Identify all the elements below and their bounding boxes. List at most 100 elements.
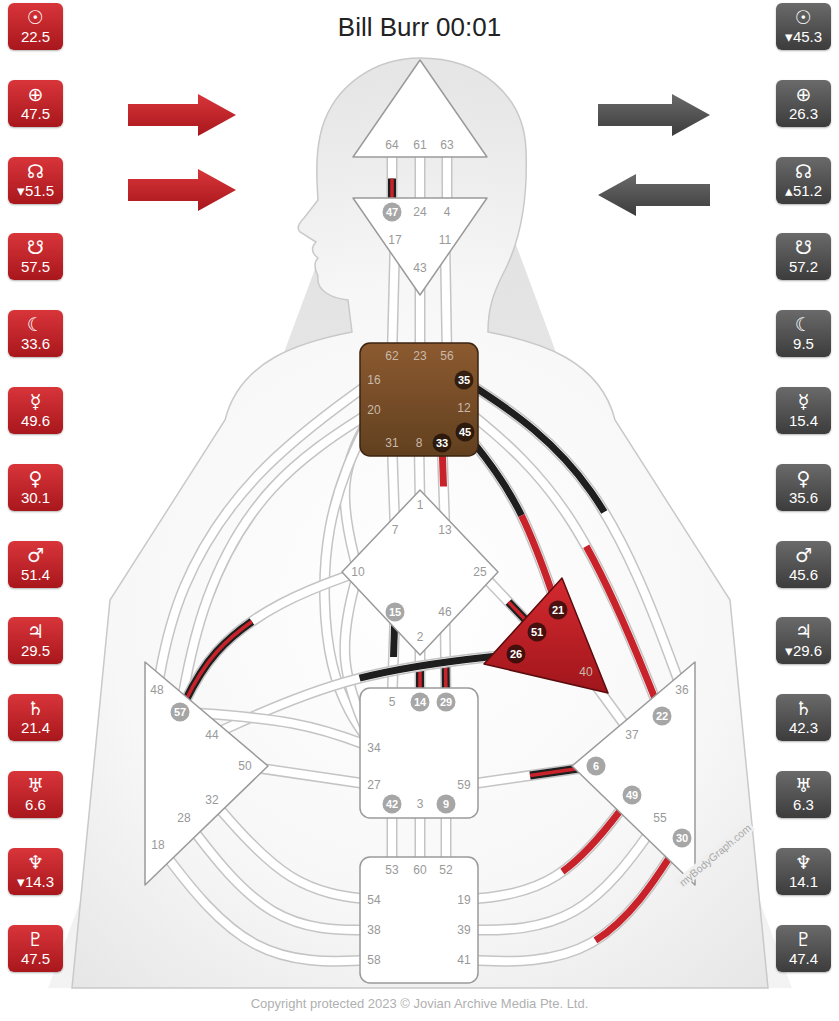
gate-number: 13 — [438, 523, 451, 537]
gate-number: 44 — [205, 728, 218, 742]
planet-symbol: ♂ — [27, 545, 44, 566]
gate-number: 59 — [457, 778, 470, 792]
planet-symbol: ☉ — [27, 7, 44, 28]
gate-number: 11 — [439, 233, 451, 247]
gate-line-number: 33.6 — [21, 335, 50, 353]
personality-activation: ♃29.5 — [8, 617, 63, 664]
gate-number: 38 — [367, 923, 380, 937]
gate-number: 36 — [675, 683, 688, 697]
gate-number: 23 — [413, 349, 426, 363]
gate-number: 48 — [150, 683, 163, 697]
gate-number: 19 — [457, 893, 470, 907]
planet-symbol: ☊ — [795, 161, 812, 182]
gate-number: 22 — [653, 707, 672, 726]
gate-number: 3 — [417, 797, 424, 811]
gate-number: 17 — [388, 233, 401, 247]
gate-number: 41 — [457, 953, 470, 967]
gate-number: 51 — [528, 623, 547, 642]
gate-line-number: ▾14.3 — [17, 873, 54, 891]
design-activation: ♅6.3 — [776, 771, 831, 818]
design-activation: ♄42.3 — [776, 694, 831, 741]
design-arrow — [598, 94, 710, 136]
gate-number: 30 — [673, 829, 692, 848]
copyright-caption: Copyright protected 2023 © Jovian Archiv… — [0, 996, 839, 1012]
gate-number: 53 — [385, 863, 398, 877]
gate-line-number: 47.5 — [21, 950, 50, 968]
design-activation: ☾9.5 — [776, 310, 831, 357]
sacral-center: 514293427594239 — [357, 685, 481, 821]
gate-number: 24 — [413, 205, 426, 219]
gate-number: 47 — [383, 203, 402, 222]
activation-line — [464, 838, 682, 961]
planet-symbol: ♅ — [795, 775, 812, 796]
gate-number: 60 — [413, 863, 426, 877]
root-center: 536052541938395841 — [357, 854, 481, 986]
personality-activation: ♄21.4 — [8, 694, 63, 741]
planet-symbol: ♄ — [795, 698, 812, 719]
planet-symbol: ☋ — [795, 237, 812, 258]
gate-number: 50 — [238, 759, 251, 773]
personality-activation: ☿49.6 — [8, 387, 63, 434]
gate-number: 6 — [587, 757, 606, 776]
planet-symbol: ♃ — [795, 621, 812, 642]
channel-core — [464, 838, 682, 961]
gate-number: 4 — [444, 205, 451, 219]
gate-number: 61 — [413, 138, 426, 152]
gate-number: 27 — [367, 778, 380, 792]
personality-activation: ♀30.1 — [8, 464, 63, 511]
gate-number: 42 — [383, 795, 402, 814]
gate-number: 62 — [385, 349, 398, 363]
gate-line-number: 51.4 — [21, 566, 50, 584]
gate-number: 34 — [367, 741, 380, 755]
planet-symbol: ♀ — [29, 468, 43, 489]
gate-line-number: 21.4 — [21, 719, 50, 737]
gate-number: 26 — [507, 645, 526, 664]
heart-center: 21512640 — [481, 575, 611, 696]
personality-activation: ♇47.5 — [8, 925, 63, 972]
planet-symbol: ♄ — [27, 698, 44, 719]
gate-number: 14 — [411, 693, 430, 712]
planet-symbol: ☋ — [27, 237, 44, 258]
planet-symbol: ♇ — [795, 929, 812, 950]
personality-arrow — [128, 169, 236, 211]
gate-number: 21 — [549, 601, 568, 620]
gate-line-number: 47.5 — [21, 105, 50, 123]
gate-number: 52 — [439, 863, 452, 877]
planet-symbol: ♃ — [27, 621, 44, 642]
gate-number: 5 — [389, 695, 396, 709]
center-shape — [360, 857, 478, 983]
center-shape — [360, 343, 478, 456]
channel — [464, 408, 662, 716]
personality-activation: ☊▾51.5 — [8, 157, 63, 204]
center-shape — [484, 578, 608, 693]
design-activation: ♃▾29.6 — [776, 617, 831, 664]
gate-line-number: 45.6 — [789, 566, 818, 584]
channel-tube — [464, 838, 682, 961]
personality-activation: ☾33.6 — [8, 310, 63, 357]
planet-symbol: ⊕ — [28, 84, 44, 105]
gate-number: 58 — [367, 953, 380, 967]
gate-line-number: 15.4 — [789, 412, 818, 430]
gate-line-number: 6.6 — [25, 796, 46, 814]
planet-symbol: ☉ — [795, 7, 812, 28]
center-shape — [353, 60, 487, 157]
gate-line-number: 30.1 — [21, 489, 50, 507]
personality-activation: ♅6.6 — [8, 771, 63, 818]
gate-number: 28 — [177, 811, 190, 825]
planet-symbol: ♆ — [27, 852, 44, 873]
chart-title: Bill Burr 00:01 — [0, 12, 839, 42]
gate-number: 8 — [416, 436, 423, 450]
gate-number: 16 — [367, 373, 380, 387]
gate-line-number: 47.4 — [789, 950, 818, 968]
center-shape — [145, 662, 268, 885]
gate-number: 35 — [455, 371, 474, 390]
g-center: 1713102515462 — [339, 487, 501, 658]
gate-line-number: 14.1 — [789, 873, 818, 891]
channel — [464, 838, 682, 961]
planet-symbol: ♀ — [797, 468, 811, 489]
gate-number: 18 — [151, 838, 164, 852]
gate-line-number: ▾29.6 — [785, 642, 822, 660]
center-shape — [342, 490, 498, 655]
gate-number: 33 — [433, 434, 452, 453]
gate-line-number: 35.6 — [789, 489, 818, 507]
